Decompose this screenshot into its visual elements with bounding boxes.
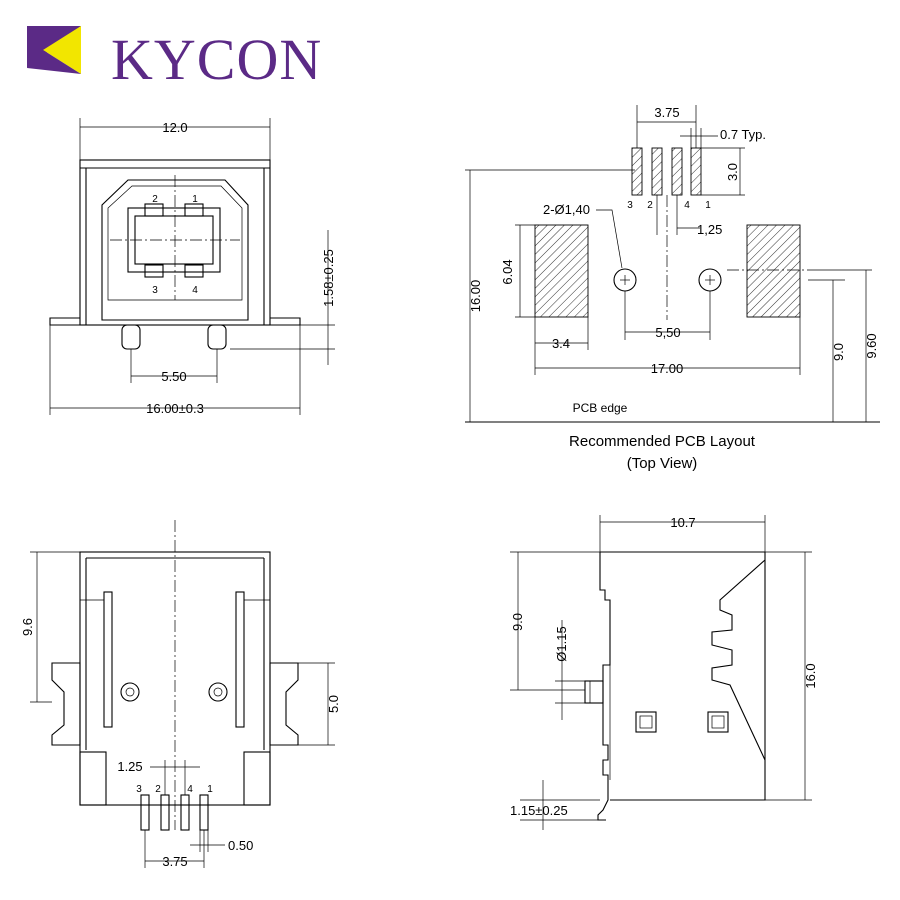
pcb-pin-pitch: 3.75 <box>654 105 679 120</box>
front-view <box>49 118 335 415</box>
pcb-layout <box>465 105 880 423</box>
pcb-hole-spacing: 5,50 <box>655 325 680 340</box>
logo-mark-icon <box>27 26 81 74</box>
pcb-pad-height: 3.0 <box>725 163 740 181</box>
front-pin-spacing: 5.50 <box>161 369 186 384</box>
pcb-caption-2: (Top View) <box>627 455 698 472</box>
side-width-top: 10.7 <box>670 515 695 530</box>
pcb-caption-1: Recommended PCB Layout <box>569 433 756 450</box>
front-pin-4: 4 <box>192 285 198 296</box>
pcb-pad-width: 0.7 Typ. <box>720 127 766 142</box>
brand-name: KYCON <box>111 27 323 92</box>
bottom-view <box>30 520 335 868</box>
side-height-right: 16.0 <box>803 663 818 688</box>
pcb-pads-span: 17.00 <box>651 361 684 376</box>
front-width-bottom: 16.00±0.3 <box>146 401 204 416</box>
pcb-total-h: 16.00 <box>468 280 483 313</box>
bottom-dim-right: 5.0 <box>326 695 341 713</box>
pcb-inner-pitch: 1,25 <box>697 222 722 237</box>
bottom-pin-pitch: 3.75 <box>162 854 187 869</box>
pcb-pin-2: 2 <box>647 200 653 211</box>
pcb-pin-1: 1 <box>705 200 711 211</box>
front-pin-3: 3 <box>152 285 158 296</box>
bottom-pin-2: 2 <box>155 784 161 795</box>
pcb-dim-960: 9.60 <box>864 333 879 358</box>
bottom-pin-3: 3 <box>136 784 142 795</box>
front-height-right: 1.58±0.25 <box>321 249 336 307</box>
pcb-dim-90: 9.0 <box>831 343 846 361</box>
front-pin-1: 1 <box>192 194 198 205</box>
bottom-dim-left: 9.6 <box>20 618 35 636</box>
pcb-hole-note: 2-Ø1,40 <box>543 202 590 217</box>
kycon-logo: KYCON <box>25 18 335 90</box>
front-pin-2: 2 <box>152 194 158 205</box>
front-width-top: 12.0 <box>162 120 187 135</box>
pcb-pad-w: 3.4 <box>552 336 570 351</box>
bottom-pin-1: 1 <box>207 784 213 795</box>
pcb-pin-3: 3 <box>627 200 633 211</box>
pcb-pin-4: 4 <box>684 200 690 211</box>
pcb-pad-h: 6.04 <box>500 259 515 284</box>
side-post-dia: Ø1.15 <box>554 626 569 661</box>
side-standoff: 1.15±0.25 <box>510 803 568 818</box>
side-dim-left: 9.0 <box>510 613 525 631</box>
bottom-pin-width: 0.50 <box>228 838 253 853</box>
bottom-inner-pitch: 1.25 <box>117 759 142 774</box>
bottom-pin-4: 4 <box>187 784 193 795</box>
side-view <box>510 515 812 830</box>
pcb-edge-label: PCB edge <box>573 401 628 415</box>
